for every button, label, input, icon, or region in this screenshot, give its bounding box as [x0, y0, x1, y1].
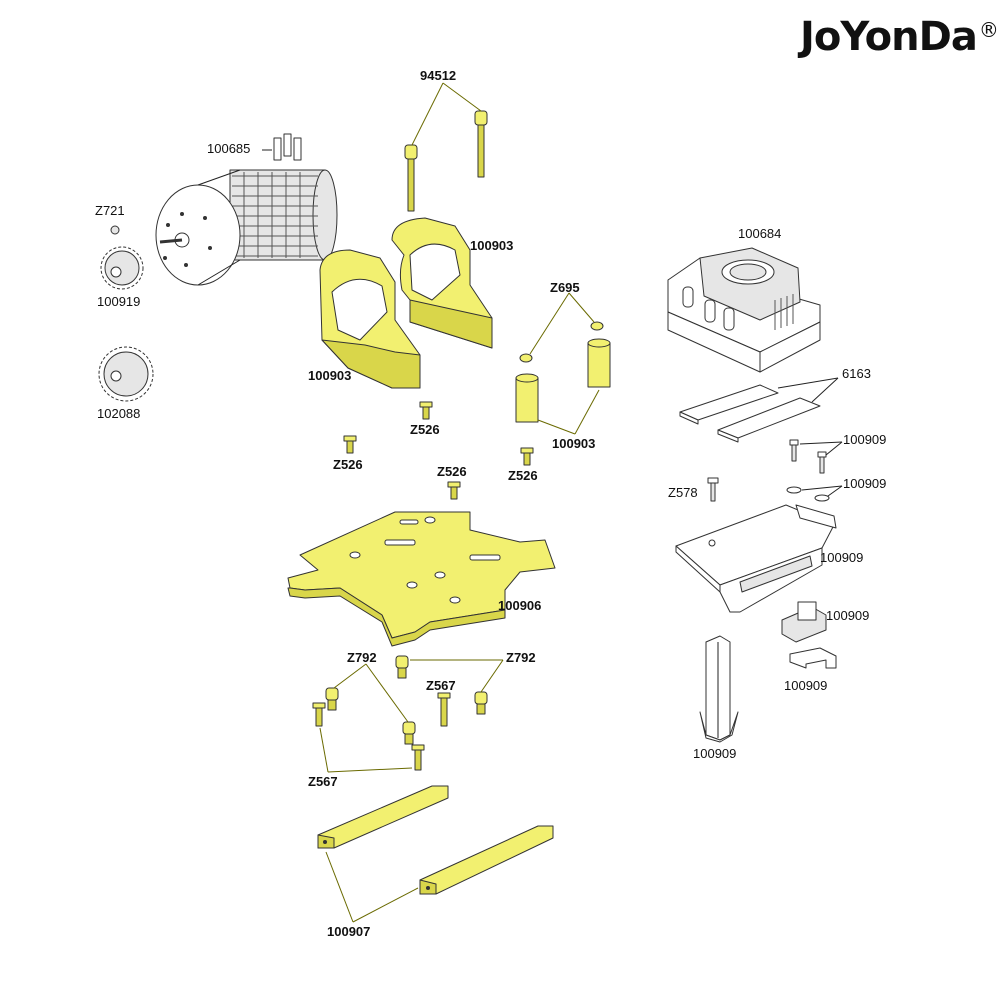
switch-clip-part: [789, 647, 837, 669]
screws-top-part: [404, 82, 488, 212]
label-washers: Z695: [550, 280, 580, 295]
pinion-small-part: [100, 246, 144, 290]
screws-z792-part: [325, 655, 504, 745]
esc-screws-part: [789, 439, 843, 474]
pinion-large-part: [98, 346, 154, 402]
label-motor: 100685: [207, 141, 250, 156]
label-screws-bottom: Z567: [308, 774, 338, 789]
label-mount-right: 100903: [470, 238, 513, 253]
screw-z567-center-part: [437, 692, 451, 727]
esc-screw-z578-part: [707, 477, 719, 502]
screw-b-part: [343, 435, 357, 454]
brand-name: JoYonDa: [800, 14, 978, 60]
label-screw-center: Z567: [426, 678, 456, 693]
label-esc: 100684: [738, 226, 781, 241]
label-screw-d: Z526: [508, 468, 538, 483]
motor-mount-left-part: [319, 249, 421, 389]
label-screws-left: Z792: [347, 650, 377, 665]
washers-part: [519, 292, 604, 363]
label-plate: 100906: [498, 598, 541, 613]
label-screw-b: Z526: [333, 457, 363, 472]
screw-c-part: [447, 481, 461, 500]
label-screw-a: Z526: [410, 422, 440, 437]
label-pinion-screw: Z721: [95, 203, 125, 218]
registered-mark: ®: [978, 18, 999, 42]
label-spacers: 100903: [552, 436, 595, 451]
label-esc-washers: 100909: [843, 476, 886, 491]
switch-part: [781, 601, 827, 643]
label-esc-bracket: 100909: [820, 550, 863, 565]
esc-washers-part: [786, 485, 843, 502]
label-switch: 100909: [826, 608, 869, 623]
label-screws-right: Z792: [506, 650, 536, 665]
label-screws-top: 94512: [420, 68, 456, 83]
label-screw-c: Z526: [437, 464, 467, 479]
label-pinion-large: 102088: [97, 406, 140, 421]
rails-part: [317, 785, 554, 923]
screws-z567-bottom-part: [312, 702, 425, 773]
post-part: [699, 635, 739, 743]
label-switch-clip: 100909: [784, 678, 827, 693]
motor-mount-right-part: [391, 217, 493, 349]
esc-part: [667, 247, 821, 373]
label-pads: 6163: [842, 366, 871, 381]
motor-part: [155, 133, 338, 286]
label-mount-left: 100903: [308, 368, 351, 383]
label-esc-screw: Z578: [668, 485, 698, 500]
screw-a-part: [419, 401, 433, 420]
motor-plate-part: [287, 511, 556, 647]
brand-logo: JoYonDa®: [800, 14, 999, 60]
label-post: 100909: [693, 746, 736, 761]
spacers-part: [515, 338, 611, 435]
pinion-screw-part: [110, 225, 120, 235]
esc-bracket-part: [675, 504, 837, 613]
label-esc-screws: 100909: [843, 432, 886, 447]
pads-part: [679, 377, 839, 443]
screw-d-part: [520, 447, 534, 466]
label-rails: 100907: [327, 924, 370, 939]
label-pinion-small: 100919: [97, 294, 140, 309]
